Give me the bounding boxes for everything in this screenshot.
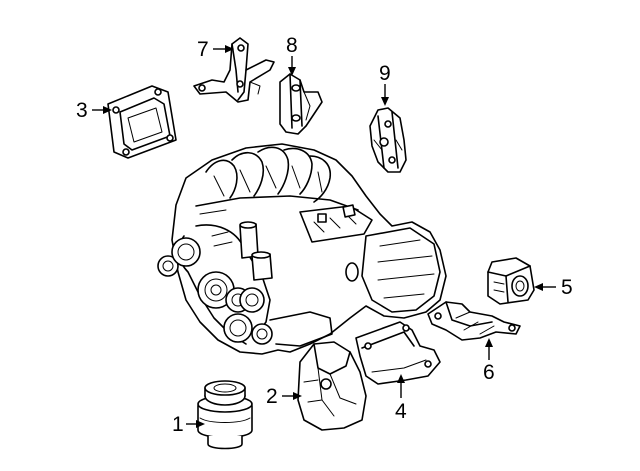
part-2-bracket — [297, 341, 367, 431]
part-6-crossmember — [427, 301, 521, 341]
part-8-vertical-bracket — [279, 73, 323, 135]
engine-assembly — [157, 143, 447, 355]
svg-text:9: 9 — [379, 62, 391, 85]
svg-text:7: 7 — [197, 38, 209, 61]
callout-3: 3 — [76, 99, 112, 122]
callout-9: 9 — [379, 62, 391, 106]
part-4-shield — [355, 321, 441, 385]
svg-text:2: 2 — [266, 385, 278, 408]
part-9-tall-bracket — [369, 107, 407, 173]
part-7-bracket-assembly — [193, 37, 275, 103]
svg-text:4: 4 — [395, 400, 407, 423]
svg-text:1: 1 — [172, 413, 184, 436]
svg-text:6: 6 — [483, 361, 495, 384]
svg-text:5: 5 — [561, 276, 573, 299]
callout-2: 2 — [266, 385, 302, 408]
part-3-plate — [107, 85, 177, 159]
callout-8: 8 — [286, 34, 298, 76]
callout-7: 7 — [197, 38, 234, 61]
part-1-round-mount — [197, 380, 253, 450]
callout-4: 4 — [395, 374, 407, 423]
callout-5: 5 — [534, 276, 573, 299]
svg-text:3: 3 — [76, 99, 88, 122]
callout-6: 6 — [483, 338, 495, 384]
svg-text:8: 8 — [286, 34, 298, 57]
callout-1: 1 — [172, 413, 205, 436]
part-5-rear-mount — [487, 257, 535, 305]
